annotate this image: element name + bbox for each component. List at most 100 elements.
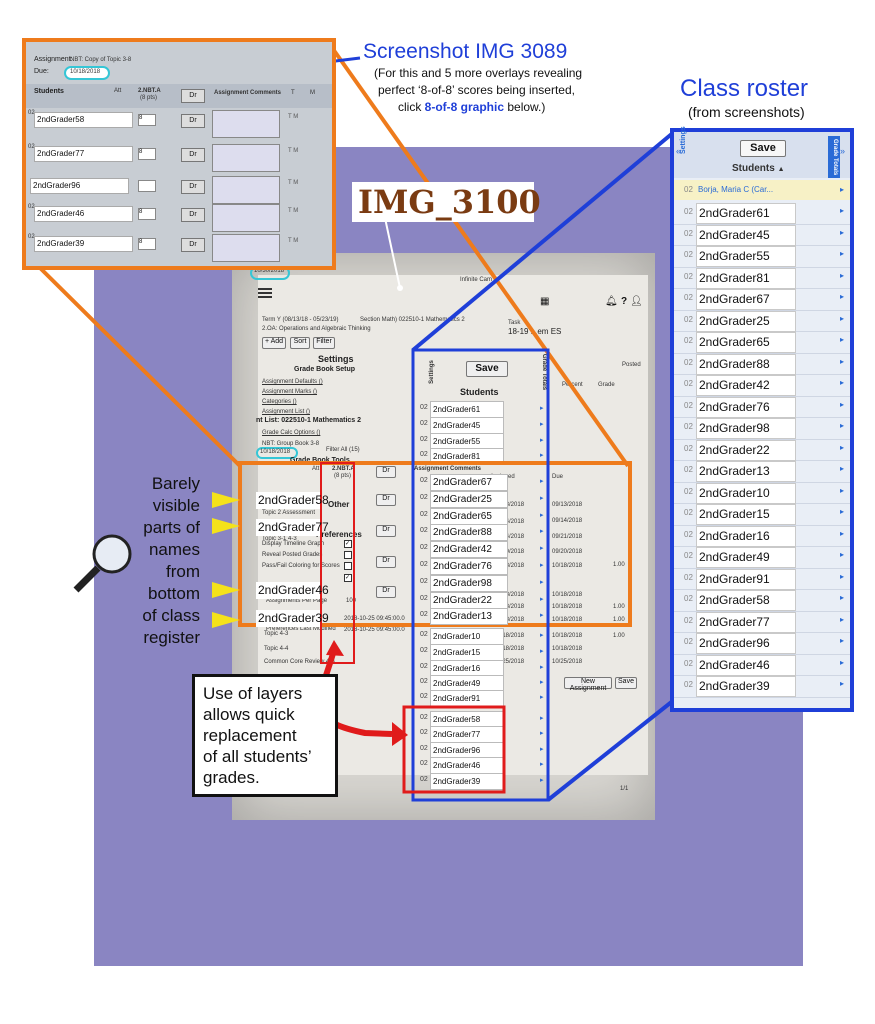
zoom-row-dr-button[interactable]: Dr [181,208,205,222]
overlay-row-arrow-icon[interactable]: ▸ [540,511,544,519]
roster-row-arrow-icon[interactable]: ▸ [839,356,844,366]
section-selector[interactable]: Section Math) 022510-1 Mathematics 2 [360,317,465,323]
roster-row-arrow-icon[interactable]: ▸ [839,227,844,237]
middle-row-arrow-icon[interactable]: ▸ [540,715,544,722]
roster-row-arrow-icon[interactable]: ▸ [839,249,844,258]
new-assignment-button[interactable]: New Assignment [564,677,612,692]
collapse-right-icon[interactable]: » [840,146,846,156]
roster-row-arrow-icon[interactable]: ▸ [839,378,844,387]
roster-row-arrow-icon[interactable]: ▸ [839,550,844,559]
roster-row-arrow-icon[interactable]: ▸ [839,399,844,409]
zoom-row-score-input[interactable]: 8 [138,208,156,220]
zoom-row-comment-input[interactable] [212,176,280,204]
zoom-row-comment-input[interactable] [212,234,280,262]
roster-row-arrow-icon[interactable]: ▸ [839,657,844,667]
middle-row-arrow-icon[interactable]: ▸ [540,452,544,459]
add-button[interactable]: + Add [262,337,286,349]
zoom-row-score-input[interactable]: 8 [138,238,156,250]
pref-timeline-checkbox[interactable]: ✓ [344,540,352,548]
standard-selector[interactable]: 2.OA: Operations and Algebraic Thinking [262,326,371,332]
dr-button-2[interactable]: Dr [376,525,396,537]
overlay-row-arrow-icon[interactable]: ▸ [540,494,544,502]
link-grade-calc[interactable]: Grade Calc Options () [262,430,321,436]
pref-coloring-checkbox[interactable]: ✓ [344,574,352,582]
middle-row-arrow-icon[interactable]: ▸ [540,437,544,444]
roster-row-arrow-icon[interactable]: ▸ [839,679,844,688]
dr-button-header[interactable]: Dr [376,466,396,478]
middle-row-arrow-icon[interactable]: ▸ [540,632,544,639]
overlay-row-arrow-icon[interactable]: ▸ [540,612,544,620]
roster-row-arrow-icon[interactable]: ▸ [839,571,844,581]
save-button-small[interactable]: Save [615,677,637,689]
zoom-row-score-input[interactable] [138,180,156,192]
middle-save-button[interactable]: Save [466,361,508,377]
zoom-row-dr-button[interactable]: Dr [181,148,205,162]
roster-students-header[interactable]: Students ▲ [732,163,785,174]
help-icon[interactable]: ? [621,296,628,307]
roster-row-arrow-icon[interactable]: ▸ [839,528,844,538]
eight-of-eight-link[interactable]: 8-of-8 graphic [424,100,505,114]
zoom-row-dr-button[interactable]: Dr [181,114,205,128]
overlay-row-arrow-icon[interactable]: ▸ [540,595,544,603]
dr-button-4[interactable]: Dr [376,586,396,598]
overlay-row-arrow-icon[interactable]: ▸ [540,478,544,485]
zoom-dr-header[interactable]: Dr [181,89,205,103]
middle-row-arrow-icon[interactable]: ▸ [540,761,544,768]
dr-button-1[interactable]: Dr [376,494,396,506]
link-assignment-defaults[interactable]: Assignment Defaults () [262,379,323,385]
roster-row-arrow-icon[interactable]: ▸ [839,335,844,344]
sort-button[interactable]: Sort [290,337,310,349]
middle-row-arrow-icon[interactable]: ▸ [540,421,544,428]
middle-row-arrow-icon[interactable]: ▸ [540,405,544,412]
middle-row-arrow-icon[interactable]: ▸ [540,746,544,753]
overlay-row-arrow-icon[interactable]: ▸ [540,545,544,553]
middle-row-arrow-icon[interactable]: ▸ [540,648,544,655]
roster-row-arrow-icon[interactable]: ▸ [839,442,844,452]
middle-row-arrow-icon[interactable]: ▸ [540,679,544,686]
per-page-select[interactable]: 100 [346,598,357,604]
middle-row-arrow-icon[interactable]: ▸ [540,777,544,784]
roster-row-arrow-icon[interactable]: ▸ [839,485,844,495]
pref-reveal-checkbox[interactable] [344,551,352,559]
overlay-row-arrow-icon[interactable]: ▸ [540,578,544,586]
roster-row-arrow-icon[interactable]: ▸ [839,636,844,645]
zoom-row-dr-button[interactable]: Dr [181,180,205,194]
grade-totals-tab[interactable]: Grade Totals [828,136,840,178]
pref-passfail-checkbox[interactable] [344,562,352,570]
link-assignment-marks[interactable]: Assignment Marks () [262,389,318,395]
middle-row-arrow-icon[interactable]: ▸ [540,694,544,701]
roster-row-arrow-icon[interactable]: ▸ [839,614,844,624]
roster-row-arrow-icon[interactable]: ▸ [839,206,844,215]
roster-row-arrow-icon[interactable]: ▸ [839,507,844,516]
filter-button[interactable]: Filter [313,337,335,349]
grid-icon[interactable]: ▦ [540,296,550,307]
roster-highlight-arrow-icon[interactable]: ▸ [839,185,844,194]
roster-row-arrow-icon[interactable]: ▸ [839,421,844,430]
roster-highlight-row[interactable]: 02 Borja, Maria C (Car... ▸ [674,180,850,200]
zoom-row-score-input[interactable]: 8 [138,148,156,160]
dr-button-3[interactable]: Dr [376,556,396,568]
